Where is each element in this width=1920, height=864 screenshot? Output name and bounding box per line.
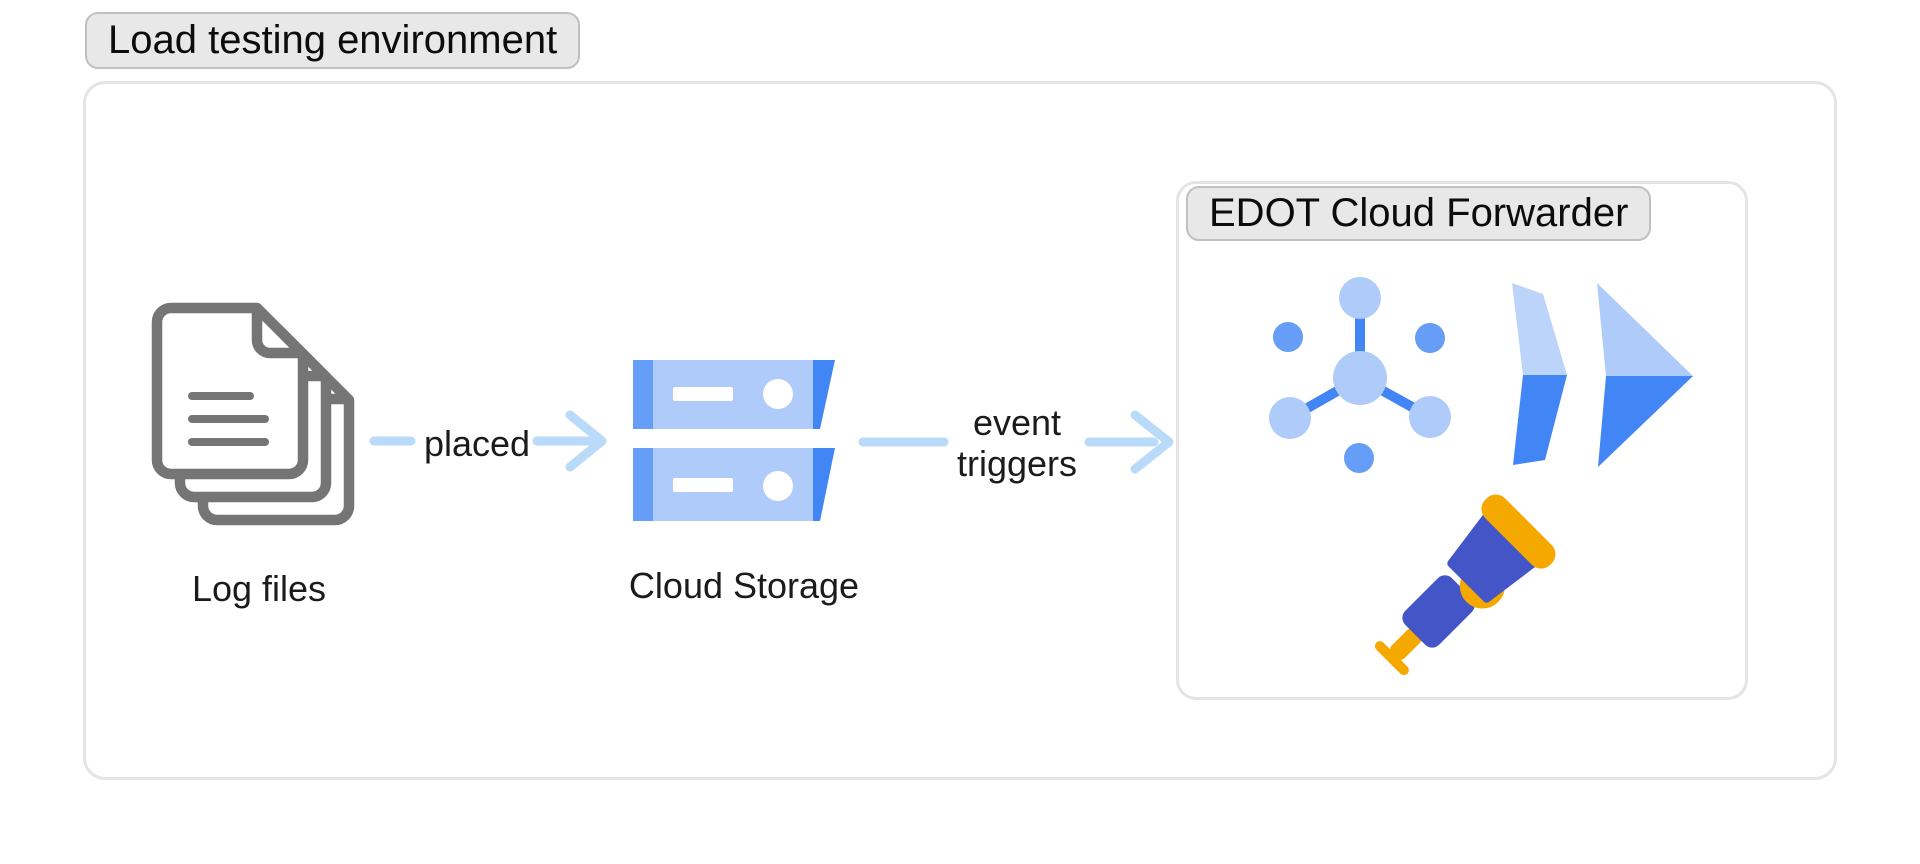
cloud-storage-icon	[633, 360, 835, 521]
cloud-storage-label: Cloud Storage	[628, 565, 860, 606]
chevron-bottom	[1513, 375, 1567, 465]
arrow-top	[1597, 283, 1693, 376]
document-pages	[151, 302, 355, 526]
telescope	[1374, 494, 1556, 676]
load-testing-environment-label: Load testing environment	[85, 12, 581, 69]
storage-bar-bottom	[633, 448, 835, 521]
storage-bar-top	[633, 360, 835, 429]
placed-edge-label: placed	[423, 423, 531, 464]
edot-cloud-forwarder-label: EDOT Cloud Forwarder	[1186, 186, 1652, 241]
front-page	[151, 302, 309, 480]
event-triggers-line2: triggers	[956, 443, 1078, 484]
cloud-run-arrow-icon	[1512, 283, 1693, 467]
opentelemetry-telescope-icon	[1374, 494, 1556, 676]
documents-stack-icon	[151, 302, 355, 526]
document-text-lines	[188, 392, 269, 446]
pubsub-molecule-icon	[1269, 277, 1451, 473]
pubsub-small-nodes	[1273, 322, 1445, 473]
event-triggers-edge-label: event triggers	[917, 402, 1117, 484]
log-files-label: Log files	[191, 568, 327, 609]
chevron-top	[1512, 283, 1567, 375]
event-triggers-line1: event	[972, 402, 1062, 443]
arrow-bottom	[1598, 376, 1693, 467]
pubsub-large-nodes	[1269, 277, 1451, 439]
